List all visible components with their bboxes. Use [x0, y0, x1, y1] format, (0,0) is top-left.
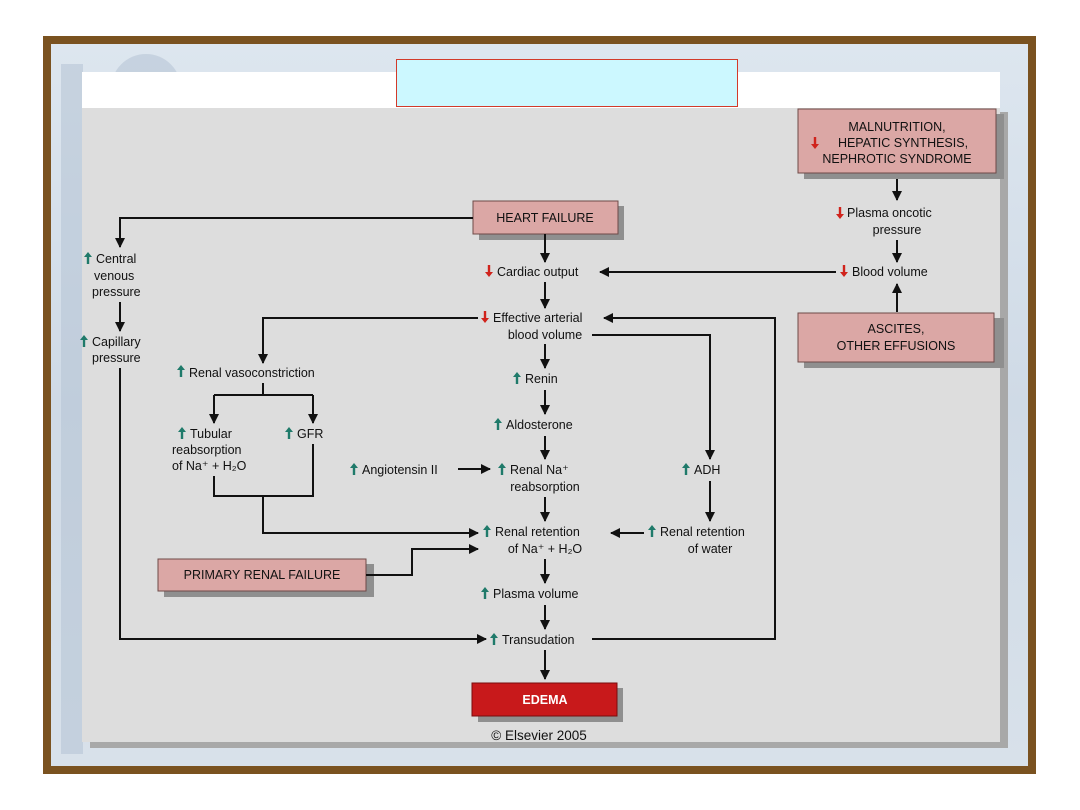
connector — [262, 496, 479, 538]
renin-node: Renin — [513, 372, 558, 386]
connector — [258, 317, 478, 364]
connectors — [115, 179, 902, 680]
tubular-line-1: Tubular — [190, 427, 232, 441]
canvas-shadow-bottom — [90, 742, 1008, 748]
primary-renal-failure-label: PRIMARY RENAL FAILURE — [184, 568, 341, 582]
title-placeholder-box — [396, 59, 738, 107]
edema-box: EDEMA — [471, 682, 623, 722]
renal-vasoconstriction-label: Renal vasoconstriction — [189, 366, 315, 380]
heart-failure-label: HEART FAILURE — [496, 211, 594, 225]
effective-arterial-node: Effective arterial blood volume — [481, 311, 582, 342]
increase-icon — [513, 372, 521, 384]
central-venous-line-2: venous — [94, 269, 134, 283]
ascites-line-2: OTHER EFFUSIONS — [837, 339, 956, 353]
increase-icon — [490, 633, 498, 645]
renal-na-node: Renal Na⁺ reabsorption — [498, 463, 580, 494]
angiotensin-node: Angiotensin II — [350, 463, 438, 477]
increase-icon — [483, 525, 491, 537]
adh-node: ADH — [682, 463, 720, 477]
renal-retention-water-line-1: Renal retention — [660, 525, 745, 539]
renal-vasoconstriction-node: Renal vasoconstriction — [177, 365, 315, 380]
capillary-pressure-line-1: Capillary — [92, 335, 141, 349]
increase-icon — [494, 418, 502, 430]
increase-icon — [84, 252, 92, 264]
central-venous-node: Central venous pressure — [84, 252, 141, 299]
renal-retention-na-node: Renal retention of Na⁺ + H₂O — [483, 525, 582, 556]
blood-volume-node: Blood volume — [840, 265, 928, 279]
renal-retention-water-node: Renal retention of water — [648, 525, 745, 556]
increase-icon — [178, 427, 186, 439]
increase-icon — [80, 335, 88, 347]
connector — [366, 544, 479, 576]
increase-icon — [682, 463, 690, 475]
aldosterone-label: Aldosterone — [506, 418, 573, 432]
tubular-line-2: reabsorption — [172, 443, 242, 457]
plasma-volume-node: Plasma volume — [481, 587, 578, 601]
ascites-box: ASCITES, OTHER EFFUSIONS — [797, 312, 1004, 368]
renal-retention-na-line-1: Renal retention — [495, 525, 580, 539]
plasma-oncotic-node: Plasma oncotic pressure — [836, 206, 932, 237]
gfr-node: GFR — [285, 427, 323, 441]
adh-label: ADH — [694, 463, 720, 477]
malnutrition-line-1: MALNUTRITION, — [848, 120, 945, 134]
connector — [119, 368, 487, 644]
increase-icon — [498, 463, 506, 475]
decrease-icon — [840, 265, 848, 277]
background-pillar — [61, 64, 83, 754]
edema-label: EDEMA — [522, 693, 567, 707]
increase-icon — [285, 427, 293, 439]
heart-failure-box: HEART FAILURE — [472, 200, 624, 240]
renal-retention-water-line-2: of water — [688, 542, 732, 556]
effective-arterial-line-1: Effective arterial — [493, 311, 582, 325]
primary-renal-failure-box: PRIMARY RENAL FAILURE — [157, 558, 374, 597]
cardiac-output-node: Cardiac output — [485, 265, 579, 279]
central-venous-line-1: Central — [96, 252, 136, 266]
decrease-icon — [836, 207, 844, 219]
angiotensin-label: Angiotensin II — [362, 463, 438, 477]
connector — [592, 334, 715, 460]
renal-na-line-2: reabsorption — [510, 480, 580, 494]
ascites-line-1: ASCITES, — [868, 322, 925, 336]
transudation-label: Transudation — [502, 633, 575, 647]
plasma-oncotic-line-1: Plasma oncotic — [847, 206, 932, 220]
renal-retention-na-line-2: of Na⁺ + H₂O — [508, 542, 583, 556]
cardiac-output-label: Cardiac output — [497, 265, 579, 279]
increase-icon — [350, 463, 358, 475]
canvas-shadow — [1000, 112, 1008, 748]
increase-icon — [177, 365, 185, 377]
increase-icon — [648, 525, 656, 537]
central-venous-line-3: pressure — [92, 285, 141, 299]
plasma-volume-label: Plasma volume — [493, 587, 578, 601]
capillary-pressure-line-2: pressure — [92, 351, 141, 365]
decrease-icon — [485, 265, 493, 277]
renal-na-line-1: Renal Na⁺ — [510, 463, 569, 477]
gfr-label: GFR — [297, 427, 323, 441]
malnutrition-line-3: NEPHROTIC SYNDROME — [822, 152, 971, 166]
blood-volume-label: Blood volume — [852, 265, 928, 279]
renin-label: Renin — [525, 372, 558, 386]
effective-arterial-line-2: blood volume — [508, 328, 582, 342]
malnutrition-box: MALNUTRITION, HEPATIC SYNTHESIS, NEPHROT… — [797, 108, 1004, 179]
capillary-pressure-node: Capillary pressure — [80, 335, 141, 365]
plasma-oncotic-line-2: pressure — [873, 223, 922, 237]
tubular-reabsorption-node: Tubular reabsorption of Na⁺ + H₂O — [172, 427, 247, 473]
copyright-text: © Elsevier 2005 — [491, 728, 587, 743]
malnutrition-line-2: HEPATIC SYNTHESIS, — [838, 136, 968, 150]
aldosterone-node: Aldosterone — [494, 418, 573, 432]
increase-icon — [481, 587, 489, 599]
connector — [115, 217, 473, 248]
decrease-icon — [481, 311, 489, 323]
tubular-line-3: of Na⁺ + H₂O — [172, 459, 247, 473]
transudation-node: Transudation — [490, 633, 575, 647]
connector — [592, 313, 776, 640]
